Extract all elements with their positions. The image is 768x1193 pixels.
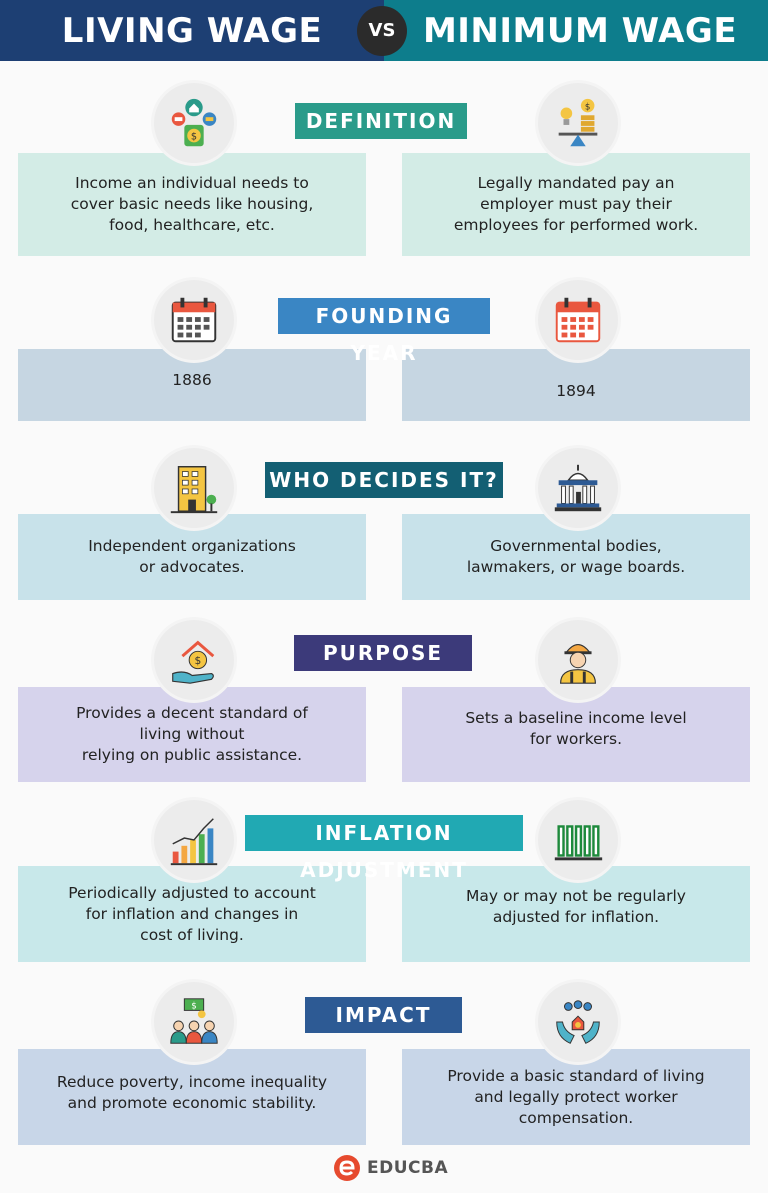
minimum-wage-inflation-text: May or may not be regularly adjusted for… xyxy=(466,887,686,926)
minimum-wage-decider-icon-badge xyxy=(538,448,618,528)
purpose-banner: PURPOSE xyxy=(294,635,472,671)
living-wage-inflation-text: Periodically adjusted to account for inf… xyxy=(68,883,316,944)
living-wage-inflation-card: Periodically adjusted to account for inf… xyxy=(18,866,366,962)
living-wage-year-card: 1886 xyxy=(18,349,366,421)
educba-logo-icon xyxy=(334,1155,360,1181)
who-decides-banner: WHO DECIDES IT? xyxy=(265,462,503,498)
calendar-icon xyxy=(171,297,217,343)
hand-house-coin-icon: $ xyxy=(172,640,215,684)
living-wage-year-text: 1886 xyxy=(172,370,212,389)
living-wage-decider-text: Independent organizations or advocates. xyxy=(88,537,296,576)
svg-text:$: $ xyxy=(194,654,201,667)
living-wage-year-icon-badge xyxy=(154,280,234,360)
calendar-icon xyxy=(555,297,601,343)
living-wage-decider-card: Independent organizations or advocates. xyxy=(18,514,366,600)
office-building-icon xyxy=(170,466,218,514)
scale-coins-icon: $ xyxy=(558,98,598,147)
minimum-wage-impact-icon-badge xyxy=(538,982,618,1062)
minimum-wage-year-icon-badge xyxy=(538,280,618,360)
header-right-panel xyxy=(384,0,768,61)
founding-year-banner: FOUNDING YEAR xyxy=(278,298,490,365)
svg-text:$: $ xyxy=(191,1001,197,1011)
educba-logo: EDUCBA xyxy=(333,1154,448,1182)
minimum-wage-impact-card: Provide a basic standard of living and l… xyxy=(402,1049,750,1145)
impact-banner: IMPACT xyxy=(305,997,462,1033)
living-wage-purpose-icon-badge: $ xyxy=(154,620,234,700)
minimum-wage-definition-card: Legally mandated pay an employer must pa… xyxy=(402,153,750,256)
definition-banner: DEFINITION xyxy=(295,103,467,139)
minimum-wage-purpose-icon-badge xyxy=(538,620,618,700)
minimum-wage-purpose-text: Sets a baseline income level for workers… xyxy=(465,708,687,748)
living-wage-title: LIVING WAGE xyxy=(61,11,323,51)
header-left-panel xyxy=(0,0,384,61)
living-wage-inflation-icon-badge xyxy=(154,800,234,880)
minimum-wage-purpose-card: Sets a baseline income level for workers… xyxy=(402,687,750,782)
minimum-wage-definition-icon-badge: $ xyxy=(538,83,618,163)
minimum-wage-inflation-icon-badge xyxy=(538,800,618,880)
living-wage-definition-card: Income an individual needs to cover basi… xyxy=(18,153,366,256)
worker-icon xyxy=(560,643,596,684)
money-house-icon: $ xyxy=(171,98,217,147)
living-wage-decider-icon-badge xyxy=(154,448,234,528)
minimum-wage-title: MINIMUM WAGE xyxy=(422,11,738,51)
living-wage-impact-icon-badge: $ xyxy=(154,982,234,1062)
hands-people-icon xyxy=(556,1000,600,1044)
vs-badge: VS xyxy=(357,6,407,56)
living-wage-purpose-card: Provides a decent standard of living wit… xyxy=(18,687,366,782)
government-building-icon xyxy=(554,464,602,512)
minimum-wage-decider-text: Governmental bodies, lawmakers, or wage … xyxy=(466,537,686,576)
inflation-adjustment-banner: INFLATION ADJUSTMENT xyxy=(245,815,523,882)
living-wage-impact-text: Reduce poverty, income inequality and pr… xyxy=(56,1073,328,1112)
educba-brand-text: EDUCBA xyxy=(367,1158,449,1178)
minimum-wage-inflation-card: May or may not be regularly adjusted for… xyxy=(402,866,750,962)
bar-chart-icon xyxy=(554,825,603,861)
minimum-wage-decider-card: Governmental bodies, lawmakers, or wage … xyxy=(402,514,750,600)
svg-text:$: $ xyxy=(191,131,197,142)
minimum-wage-impact-text: Provide a basic standard of living and l… xyxy=(447,1066,705,1127)
header: LIVING WAGE MINIMUM WAGE VS xyxy=(0,0,768,61)
group-money-icon: $ xyxy=(170,998,218,1044)
living-wage-definition-text: Income an individual needs to cover basi… xyxy=(70,174,314,234)
minimum-wage-year-text: 1894 xyxy=(556,381,596,400)
living-wage-definition-icon-badge: $ xyxy=(154,83,234,163)
rising-bar-chart-icon xyxy=(170,818,218,866)
living-wage-purpose-text: Provides a decent standard of living wit… xyxy=(76,704,308,764)
minimum-wage-definition-text: Legally mandated pay an employer must pa… xyxy=(453,174,699,234)
svg-text:$: $ xyxy=(585,102,591,112)
minimum-wage-year-card: 1894 xyxy=(402,349,750,421)
living-wage-impact-card: Reduce poverty, income inequality and pr… xyxy=(18,1049,366,1145)
